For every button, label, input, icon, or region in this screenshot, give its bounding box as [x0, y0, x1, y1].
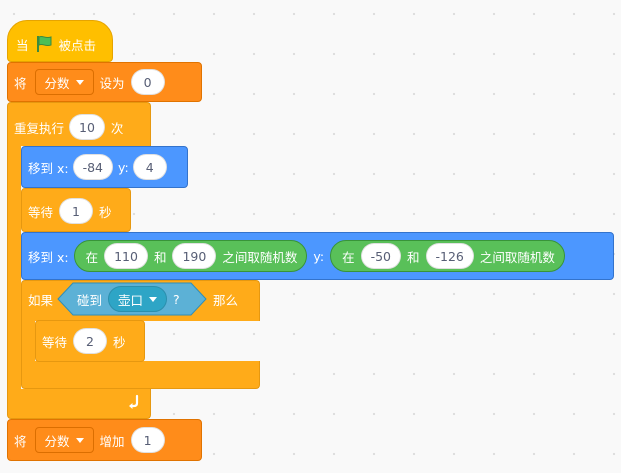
if-block-footer: [21, 361, 260, 389]
change-prefix: 将: [14, 433, 27, 449]
green-flag-icon: [34, 34, 54, 54]
goto-y-input[interactable]: 4: [132, 154, 167, 180]
variable-name: 分数: [44, 75, 70, 91]
dropdown-arrow-icon: [149, 296, 158, 302]
goto-label: 移到 x:: [28, 249, 69, 265]
goto-y-label: y:: [118, 159, 129, 175]
repeat-block-arm: [7, 145, 21, 390]
change-value-input[interactable]: 1: [130, 427, 165, 453]
wait-label: 等待: [42, 334, 68, 350]
touching-target-dropdown[interactable]: 壶口: [108, 286, 168, 312]
random-prefix: 在: [85, 249, 99, 265]
random-y-operator[interactable]: 在 -50 和 -126 之间取随机数: [330, 240, 565, 272]
wait-seconds-input[interactable]: 1: [59, 198, 94, 224]
question-mark: ?: [173, 291, 180, 307]
touching-target-name: 壶口: [118, 292, 144, 308]
touching-condition[interactable]: 碰到 壶口 ?: [57, 282, 207, 316]
then-label: 那么: [213, 292, 239, 308]
dropdown-arrow-icon: [75, 79, 84, 85]
random-y-from-input[interactable]: -50: [360, 243, 401, 269]
change-variable-block[interactable]: 将 分数 增加 1: [7, 419, 202, 461]
wait-block[interactable]: 等待 2 秒: [35, 320, 145, 362]
random-x-to-input[interactable]: 190: [172, 243, 217, 269]
goto-xy-block[interactable]: 移到 x: -84 y: 4: [21, 146, 188, 188]
goto-label: 移到 x:: [28, 160, 69, 176]
set-prefix: 将: [14, 75, 27, 91]
repeat-suffix: 次: [110, 120, 124, 136]
random-y-to-input[interactable]: -126: [425, 243, 474, 269]
when-flag-clicked-block[interactable]: 当 被点击: [7, 20, 113, 62]
if-label: 如果: [28, 292, 54, 308]
set-variable-block[interactable]: 将 分数 设为 0: [7, 62, 202, 102]
random-suffix: 之间取随机数: [479, 249, 555, 265]
random-suffix: 之间取随机数: [222, 249, 298, 265]
random-and-label: 和: [407, 249, 420, 265]
random-and-label: 和: [153, 249, 167, 265]
goto-y-label: y:: [313, 248, 325, 264]
repeat-count-input[interactable]: 10: [69, 114, 105, 140]
when-label: 当: [16, 37, 29, 53]
repeat-block[interactable]: 重复执行 10 次: [7, 102, 151, 146]
repeat-label: 重复执行: [14, 120, 65, 136]
wait-label: 等待: [28, 204, 54, 220]
if-block[interactable]: 如果 碰到 壶口 ? 那么: [21, 280, 260, 321]
clicked-label: 被点击: [58, 37, 97, 53]
random-prefix: 在: [342, 249, 355, 265]
variable-name: 分数: [44, 433, 70, 449]
dropdown-arrow-icon: [75, 437, 84, 443]
touching-label: 碰到: [77, 292, 103, 308]
variable-dropdown[interactable]: 分数: [34, 427, 94, 453]
change-action-label: 增加: [99, 433, 125, 449]
wait-unit: 秒: [99, 204, 112, 220]
loop-arrow-icon: [126, 394, 142, 414]
set-value-input[interactable]: 0: [130, 69, 165, 95]
set-action-label: 设为: [99, 75, 125, 91]
wait-block[interactable]: 等待 1 秒: [21, 188, 131, 232]
variable-dropdown[interactable]: 分数: [34, 69, 94, 95]
wait-unit: 秒: [113, 334, 126, 350]
goto-random-xy-block[interactable]: 移到 x: 在 110 和 190 之间取随机数 y: 在 -50 和 -126…: [21, 232, 614, 280]
random-x-from-input[interactable]: 110: [104, 243, 148, 269]
random-x-operator[interactable]: 在 110 和 190 之间取随机数: [73, 240, 308, 272]
repeat-block-footer: [7, 389, 151, 419]
if-block-arm: [21, 320, 35, 362]
wait-seconds-input[interactable]: 2: [73, 328, 108, 354]
goto-x-input[interactable]: -84: [72, 154, 114, 180]
